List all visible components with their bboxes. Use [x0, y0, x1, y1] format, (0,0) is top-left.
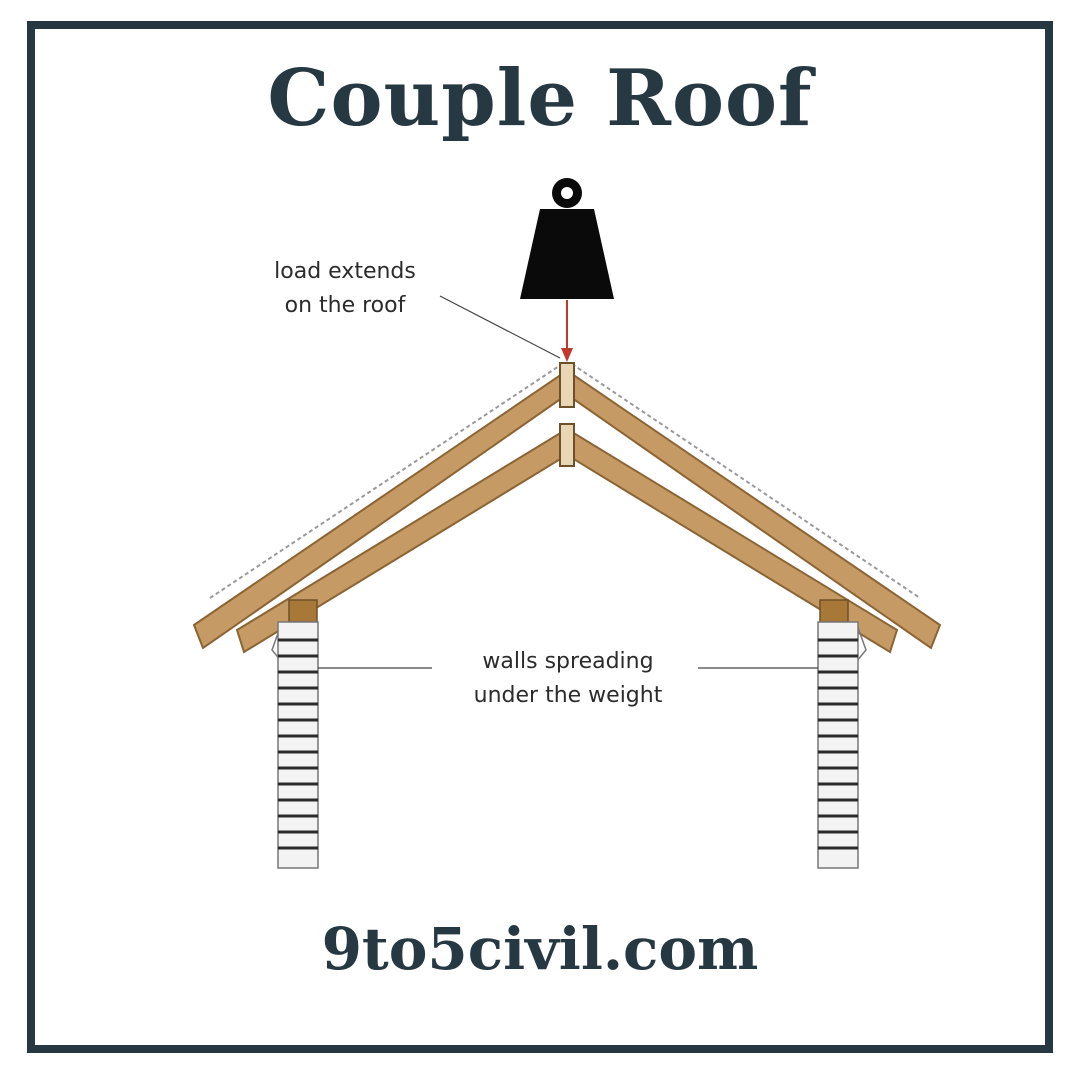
border-frame: [27, 21, 1053, 1053]
page-title: Couple Roof: [267, 53, 813, 144]
walls-label-line1: walls spreading: [482, 649, 653, 674]
right-wall-plate: [819, 599, 849, 623]
website-footer: 9to5civil.com: [321, 915, 759, 983]
load-label-line1: load extends: [274, 259, 416, 284]
ridge-block-lower: [559, 423, 575, 467]
weight-icon: [520, 178, 614, 299]
right-rafter: [571, 372, 942, 650]
roof-covering: [209, 363, 921, 599]
load-arrow: [561, 300, 573, 362]
ridge-block-upper: [559, 362, 575, 408]
left-wall: [271, 621, 319, 869]
walls-label-line2: under the weight: [474, 683, 663, 708]
left-lower-rafter: [235, 430, 563, 654]
left-wall-plate: [288, 599, 318, 623]
right-wall: [817, 621, 867, 869]
load-label-line2: on the roof: [285, 293, 407, 318]
left-rafter: [192, 372, 563, 650]
load-leader-line: [439, 295, 561, 359]
